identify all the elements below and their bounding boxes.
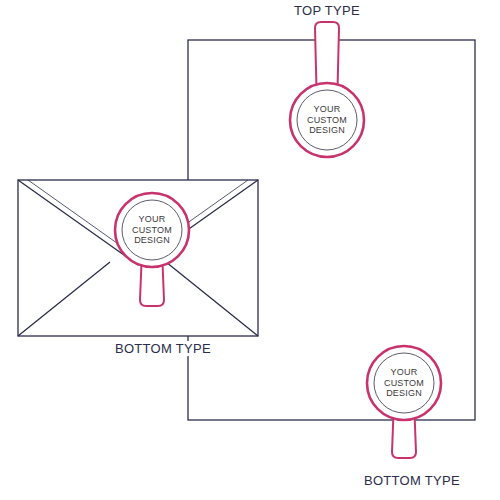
seal-inner-ring bbox=[297, 90, 357, 150]
envelope bbox=[18, 180, 258, 336]
envelope-body bbox=[18, 180, 258, 336]
seal-ring bbox=[290, 83, 364, 157]
seal-ring bbox=[367, 346, 441, 420]
seal-inner-ring bbox=[122, 200, 182, 260]
envelope-fold bbox=[18, 262, 258, 336]
seal-text: YOUR CUSTOM DESIGN bbox=[304, 104, 350, 135]
seal-circle: YOUR CUSTOM DESIGN bbox=[365, 344, 443, 422]
type-label: BOTTOM TYPE bbox=[113, 341, 213, 356]
seal-text: YOUR CUSTOM DESIGN bbox=[129, 214, 175, 245]
seal-circle: YOUR CUSTOM DESIGN bbox=[288, 81, 366, 159]
seal-inner-ring bbox=[374, 353, 434, 413]
type-label: TOP TYPE bbox=[292, 3, 362, 18]
seal-text: YOUR CUSTOM DESIGN bbox=[381, 367, 427, 398]
type-label: BOTTOM TYPE bbox=[362, 473, 462, 488]
seal-ring bbox=[115, 193, 189, 267]
seal-circle: YOUR CUSTOM DESIGN bbox=[113, 191, 191, 269]
envelope-flap bbox=[18, 180, 258, 265]
